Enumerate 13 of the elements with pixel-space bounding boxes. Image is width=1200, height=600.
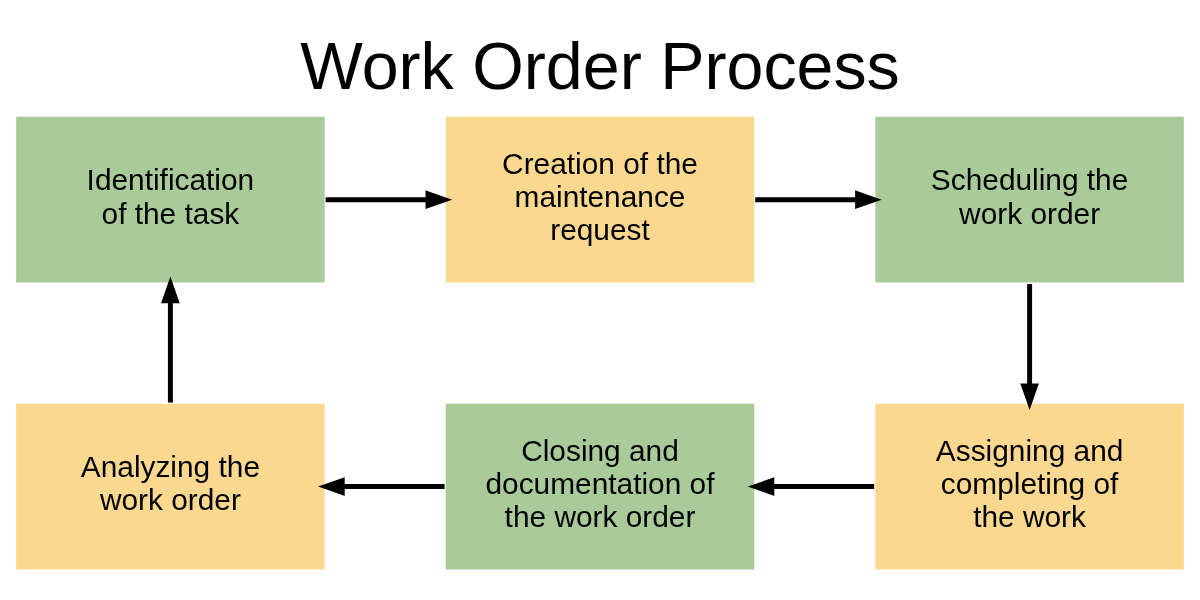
arrow xyxy=(1020,284,1039,411)
node-box: Identification of the task xyxy=(14,115,327,285)
node-box: Scheduling the work order xyxy=(873,115,1186,285)
diagram-title: Work Order Process xyxy=(300,29,900,104)
arrow xyxy=(325,190,453,209)
node-box: Assigning and completing of the work xyxy=(873,402,1186,572)
arrow xyxy=(161,276,180,403)
node-box: Analyzing the work order xyxy=(14,402,327,572)
arrow xyxy=(318,477,445,496)
node-box: Closing and documentation of the work order xyxy=(444,402,756,572)
node-box: Creation of the maintenance request xyxy=(444,115,756,285)
arrow xyxy=(755,190,882,209)
arrow xyxy=(747,477,875,496)
